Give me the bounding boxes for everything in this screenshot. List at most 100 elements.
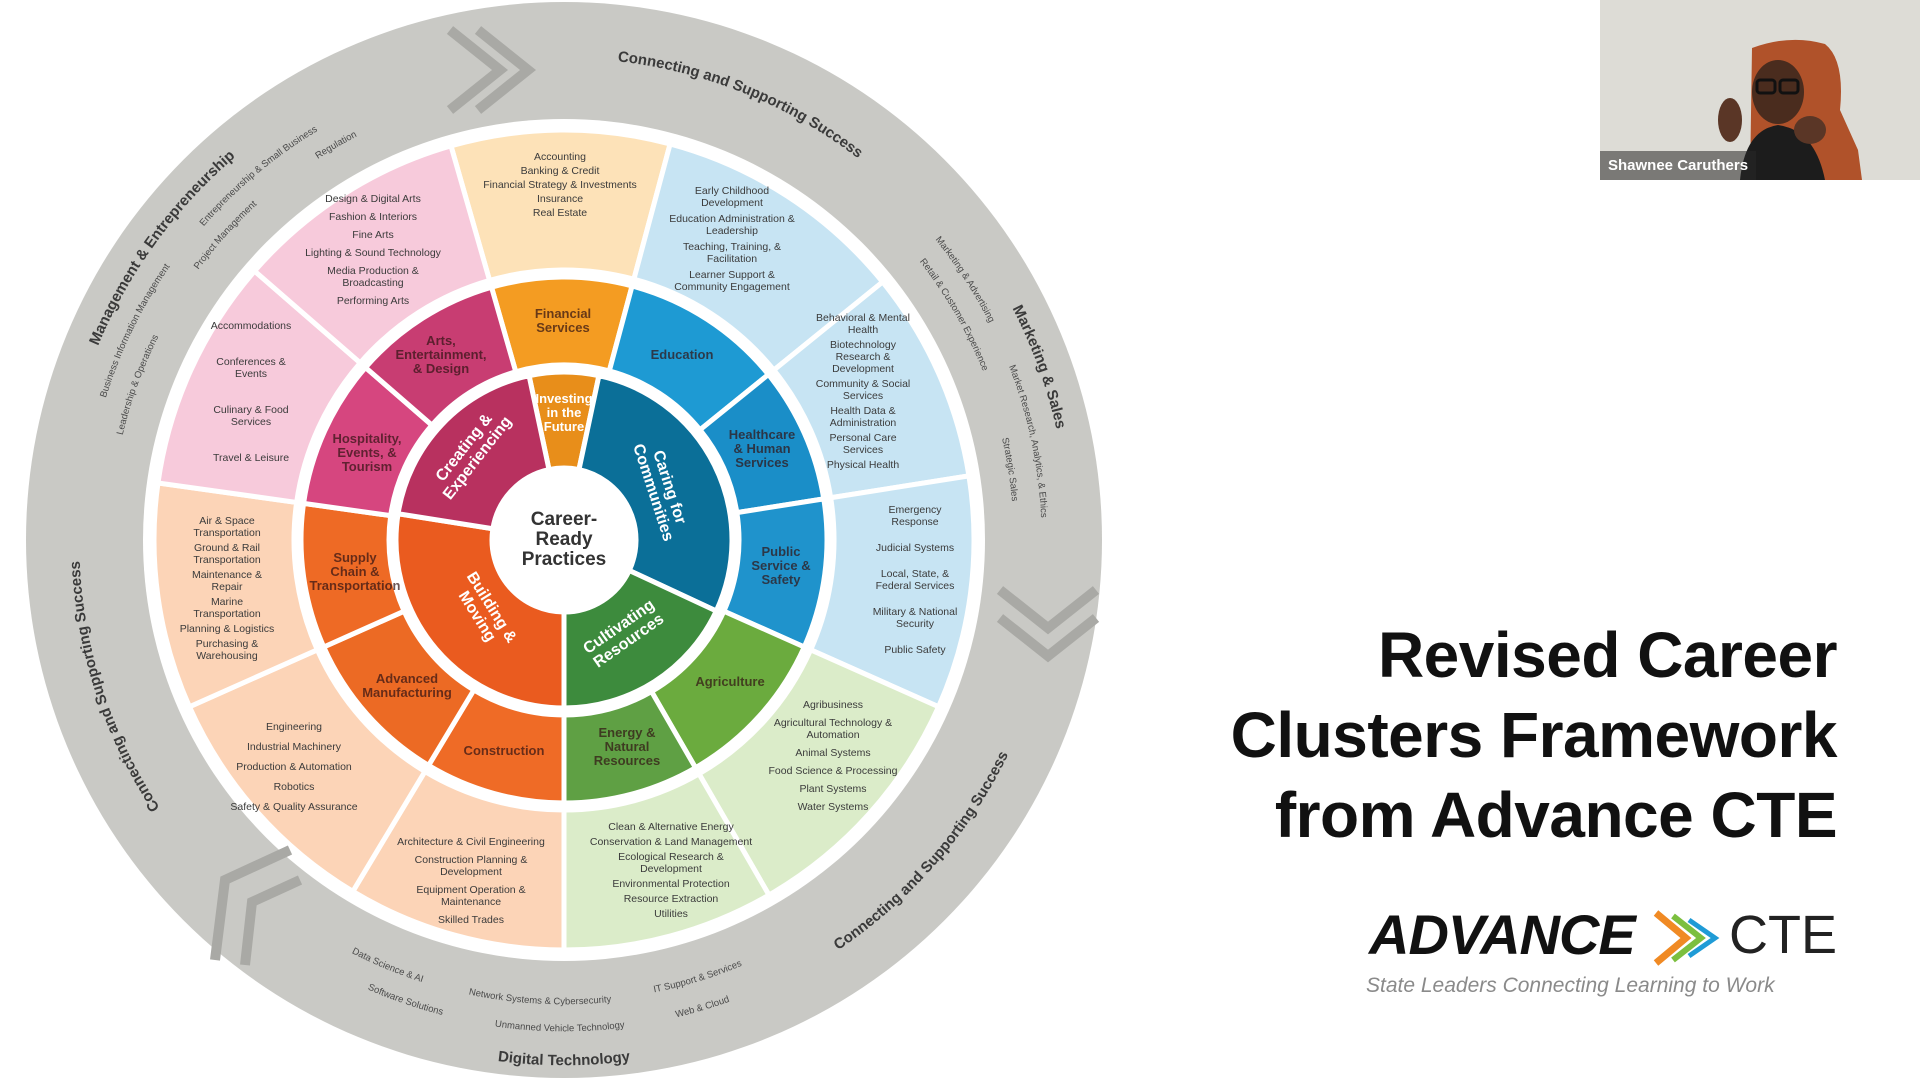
cluster-label: Arts, Entertainment, & Design — [395, 333, 487, 376]
person-head — [1752, 60, 1804, 124]
chevron-icon — [996, 586, 1100, 663]
cluster-label: Healthcare & Human Services — [728, 427, 796, 470]
pathway-item: Production & Automation — [236, 761, 352, 773]
pathway-item: Accounting — [534, 151, 586, 163]
pathway-item: Plant Systems — [799, 783, 867, 795]
pathway-item: Marine Transportation — [193, 596, 261, 620]
pathway-item: Judicial Systems — [875, 542, 955, 554]
pathway-item: Fashion & Interiors — [328, 211, 418, 223]
pathway-item: Travel & Leisure — [212, 452, 290, 464]
pathway-item: Financial Strategy & Investments — [483, 179, 637, 191]
ring-group-label: Digital Technology — [497, 1048, 631, 1069]
pathway-item: Equipment Operation & Maintenance — [416, 884, 526, 908]
pathway-item: Utilities — [654, 908, 688, 920]
cluster-label: Hospitality, Events, & Tourism — [332, 431, 402, 474]
pathway-item: Lighting & Sound Technology — [305, 247, 441, 259]
theme-label: Investing in the Future — [535, 391, 593, 434]
theme-sector — [395, 372, 552, 532]
pathway-item: Clean & Alternative Energy — [608, 821, 734, 833]
ring-text-path: Digital Technology — [497, 1048, 631, 1069]
cluster-label: Public Service & Safety — [751, 544, 811, 587]
chevron-icon — [210, 845, 303, 966]
pathway-item: Water Systems — [797, 801, 869, 813]
pathway-item: Learner Support & Community Engagement — [674, 269, 790, 293]
cluster-label: Financial Services — [534, 306, 592, 335]
pathway-item: Fine Arts — [352, 229, 394, 241]
pathway-item: Media Production & Broadcasting — [327, 265, 419, 289]
theme-sector — [561, 567, 720, 711]
pathway-item: Emergency Response — [888, 504, 942, 528]
logo-tagline: State Leaders Connecting Learning to Wor… — [1366, 974, 1775, 997]
pathway-sector — [251, 142, 493, 367]
theme-sector — [576, 372, 735, 615]
pathway-item: Physical Health — [826, 459, 900, 471]
pathway-item: Insurance — [536, 193, 584, 205]
cluster-label: Advanced Manufacturing — [362, 671, 452, 700]
pathway-item: Conferences & Events — [216, 356, 286, 380]
pathway-item: Animal Systems — [795, 747, 871, 759]
cluster-label: Education — [650, 347, 714, 362]
pathway-item: Real Estate — [532, 207, 588, 219]
pathway-item: Design & Digital Arts — [325, 193, 421, 205]
pathway-item: Ecological Research & Development — [618, 851, 724, 875]
pathway-item: Biotechnology Research & Development — [830, 339, 896, 375]
pathway-item: Culinary & Food Services — [213, 404, 289, 428]
chevron-icon — [446, 26, 537, 114]
pathway-item: Environmental Protection — [612, 878, 730, 890]
wheel-sectors — [151, 127, 977, 953]
pathway-item: Teaching, Training, & Facilitation — [682, 241, 782, 265]
core-label: Career- Ready Practices — [521, 509, 607, 570]
pathway-item: Military & National Security — [872, 606, 958, 630]
chevron-icon — [1653, 910, 1720, 966]
title-line: Revised Career — [1377, 619, 1838, 691]
pathway-item: Public Safety — [884, 644, 946, 656]
pathway-item: Planning & Logistics — [179, 623, 275, 635]
participant-video — [1600, 0, 1920, 180]
pathway-item: Early Childhood Development — [694, 185, 770, 209]
cluster-sector — [361, 284, 519, 429]
pathway-item: Performing Arts — [336, 295, 410, 307]
slide-title: Revised Career Clusters Framework from A… — [1230, 615, 1838, 855]
pathway-item: Agribusiness — [802, 699, 864, 711]
title-line: Clusters Framework — [1230, 699, 1838, 771]
cluster-label: Agriculture — [695, 674, 765, 689]
cluster-label: Construction — [463, 743, 545, 758]
core-circle — [494, 470, 634, 610]
advance-cte-logo: ADVANCE CTE State Leaders Connecting Lea… — [1366, 900, 1839, 1000]
pathway-item: Personal Care Services — [829, 432, 897, 456]
theme-sector — [393, 510, 567, 711]
pathway-item: Construction Planning & Development — [414, 854, 528, 878]
pathway-item: Behavioral & Mental Health — [816, 312, 910, 336]
pathway-item: Safety & Quality Assurance — [230, 801, 358, 813]
pathway-item: Agricultural Technology & Automation — [773, 717, 893, 741]
pathway-item: Education Administration & Leadership — [669, 213, 795, 237]
pathway-item: Skilled Trades — [438, 914, 504, 926]
pathway-item: Industrial Machinery — [247, 741, 341, 753]
pathway-item: Purchasing & Warehousing — [195, 638, 259, 662]
pathway-item: Local, State, & Federal Services — [875, 568, 955, 592]
pathway-item: Resource Extraction — [623, 893, 719, 905]
participant-name: Shawnee Caruthers — [1600, 151, 1757, 180]
pathway-item: Air & Space Transportation — [193, 515, 261, 539]
pathway-item: Robotics — [273, 781, 315, 793]
pathway-item: Accommodations — [210, 320, 292, 332]
pathway-item: Ground & Rail Transportation — [193, 542, 261, 566]
participant-video-tile[interactable]: Shawnee Caruthers — [1600, 0, 1920, 180]
cluster-label: Energy & Natural Resources — [593, 725, 661, 768]
pathway-item: Community & Social Services — [815, 378, 911, 402]
logo-word: ADVANCE — [1369, 903, 1636, 966]
pathway-item: Health Data & Administration — [829, 405, 897, 429]
pathway-item: Banking & Credit — [520, 165, 600, 177]
